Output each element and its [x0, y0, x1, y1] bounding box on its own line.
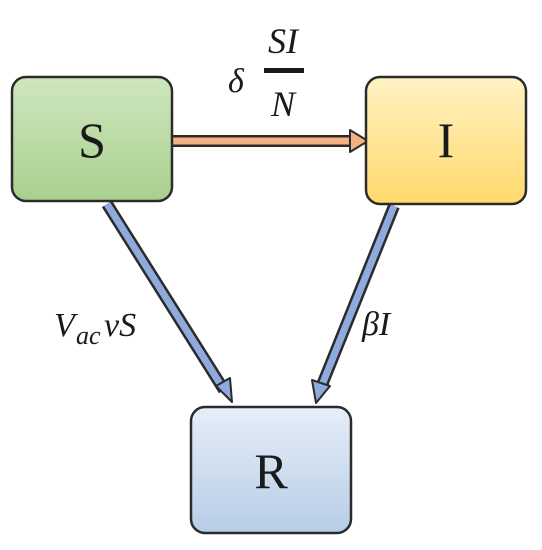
arrow-s-to-r-fill — [104, 202, 227, 392]
arrow-s-to-i-head — [349, 129, 369, 153]
label-nu-s: νS — [104, 307, 136, 344]
arrow-s-to-r — [101, 200, 233, 403]
arrow-s-to-i — [172, 129, 369, 153]
node-i: I — [364, 75, 528, 206]
arrow-s-to-r-head — [215, 377, 233, 403]
label-vac-v: V ac νS — [54, 307, 136, 352]
label-s-to-r: V ac νS — [54, 307, 136, 352]
label-numerator: SI — [268, 21, 300, 61]
arrow-i-to-r-head — [311, 379, 331, 404]
label-beta-i: βI — [361, 306, 392, 343]
node-i-label: I — [438, 112, 455, 168]
node-s-label: S — [78, 112, 106, 168]
label-s-to-i: δ SI N — [228, 21, 304, 124]
node-s: S — [10, 75, 174, 203]
arrow-i-to-r — [311, 203, 400, 404]
label-i-to-r: βI — [361, 306, 392, 343]
fraction-bar — [264, 68, 304, 73]
node-r-label: R — [254, 443, 288, 499]
arrow-i-to-r-fill — [316, 204, 398, 392]
label-ac-subscript: ac — [76, 321, 101, 350]
node-r: R — [189, 405, 353, 535]
label-delta: δ — [228, 63, 245, 100]
label-denominator: N — [270, 84, 297, 124]
